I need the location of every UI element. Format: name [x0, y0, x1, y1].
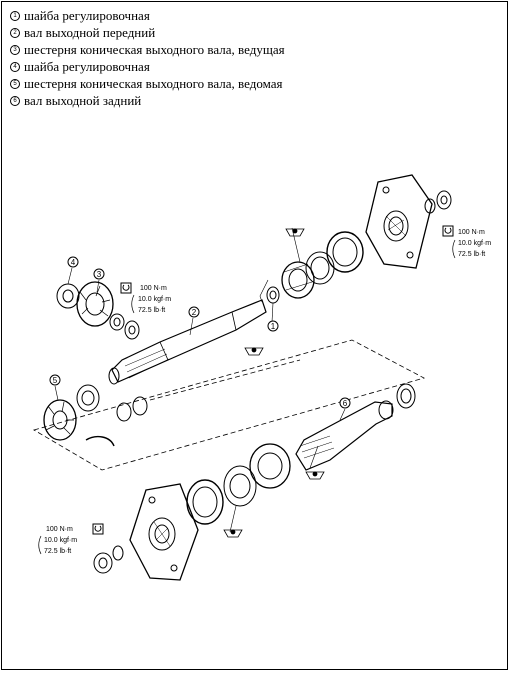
- callout-5-label: 5: [53, 376, 58, 385]
- flange-nut-washer-bottom: [93, 545, 124, 574]
- snap-ring: [85, 435, 115, 447]
- legend-item-6: 6 вал выходной задний: [10, 92, 285, 109]
- leader-lines: [54, 227, 346, 533]
- torque-nm: 100 N·m: [46, 526, 73, 533]
- torque-kgfm: 10.0 kgf·m: [458, 240, 491, 247]
- legend-number-6: 6: [10, 95, 20, 106]
- legend-number-1: 1: [10, 10, 20, 21]
- callout-2: 2: [188, 306, 200, 318]
- rear-flange-top: [365, 174, 433, 269]
- torque-spec-top-right: 100 N·m 10.0 kgf·m 72.5 lb·ft: [442, 225, 491, 259]
- torque-spec-bottom-left: 100 N·m 10.0 kgf·m 72.5 lb·ft: [38, 523, 104, 555]
- assembly-guide-lines: [32, 339, 426, 471]
- parts-legend: 1 шайба регулировочная 2 вал выходной пере…: [10, 7, 285, 109]
- driven-bevel-gear: [43, 399, 77, 441]
- gear-nut-washer: [109, 313, 140, 340]
- legend-number-2: 2: [10, 27, 20, 38]
- legend-label-4: шайба регулировочная: [24, 58, 150, 74]
- legend-item-1: 1 шайба регулировочная: [10, 7, 285, 24]
- torque-lbft: 72.5 lb·ft: [138, 307, 165, 314]
- callout-3-label: 3: [97, 270, 102, 279]
- legend-item-2: 2 вал выходной передний: [10, 24, 285, 41]
- callout-4-label: 4: [71, 258, 76, 267]
- legend-item-3: 3 шестерня коническая выходного вала, вед…: [10, 41, 285, 58]
- torque-lbft: 72.5 lb·ft: [44, 548, 71, 555]
- callout-6-label: 6: [343, 399, 348, 408]
- callout-2-label: 2: [192, 308, 197, 317]
- torque-kgfm: 10.0 kgf·m: [44, 537, 77, 544]
- legend-label-5: шестерня коническая выходного вала, ведо…: [24, 75, 283, 91]
- torque-nm: 100 N·m: [458, 229, 485, 236]
- bearing-lower: [223, 443, 291, 507]
- callout-3: 3: [93, 268, 105, 280]
- callout-5: 5: [49, 374, 61, 386]
- sealant-icon: [285, 228, 305, 237]
- oil-seal-upper: [326, 231, 364, 273]
- legend-item-5: 5 шестерня коническая выходного вала, вед…: [10, 75, 285, 92]
- legend-number-3: 3: [10, 44, 20, 55]
- legend-number-4: 4: [10, 61, 20, 72]
- legend-label-3: шестерня коническая выходного вала, веду…: [24, 41, 285, 57]
- sealant-icon: [223, 529, 243, 538]
- drive-bevel-gear: [76, 281, 114, 327]
- callout-1-label: 1: [271, 322, 276, 331]
- callout-6: 6: [339, 397, 351, 409]
- rear-flange-bottom: [129, 483, 199, 581]
- torque-lbft: 72.5 lb·ft: [458, 251, 485, 258]
- shim-washer-4: [56, 283, 80, 309]
- legend-label-1: шайба регулировочная: [24, 7, 150, 23]
- sealant-icon: [244, 347, 264, 356]
- torque-nm: 100 N·m: [140, 285, 167, 292]
- front-output-shaft: [108, 299, 267, 385]
- legend-label-2: вал выходной передний: [24, 24, 156, 40]
- torque-kgfm: 10.0 kgf·m: [138, 296, 171, 303]
- bearing-middle: [76, 384, 148, 422]
- sealant-icon: [305, 471, 325, 480]
- legend-number-5: 5: [10, 78, 20, 89]
- bearing-upper: [281, 251, 335, 299]
- torque-spec-middle: 100 N·m 10.0 kgf·m 72.5 lb·ft: [120, 282, 171, 314]
- rear-output-shaft: [295, 383, 416, 471]
- legend-item-4: 4 шайба регулировочная: [10, 58, 285, 75]
- legend-label-6: вал выходной задний: [24, 92, 142, 108]
- callout-4: 4: [67, 256, 79, 268]
- flange-nut-washer-top: [424, 190, 452, 214]
- shim-washer-1: [266, 286, 280, 304]
- callout-1: 1: [267, 320, 279, 332]
